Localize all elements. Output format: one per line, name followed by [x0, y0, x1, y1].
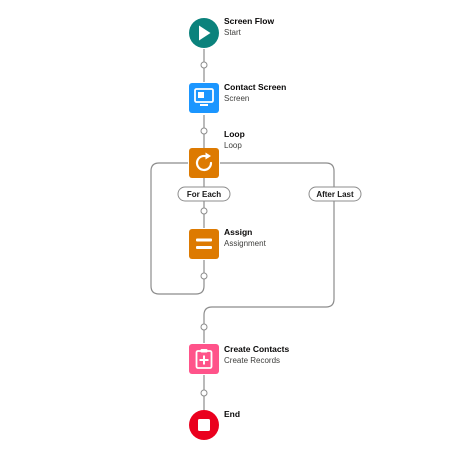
- add-element-dot[interactable]: [200, 61, 208, 69]
- connector-dots: [200, 61, 208, 397]
- node-end-title: End: [224, 409, 240, 419]
- loop-icon: [195, 152, 213, 172]
- node-create-contacts[interactable]: Create Contacts Create Records: [189, 344, 289, 374]
- equals-icon: [196, 238, 212, 249]
- node-contact-screen-title: Contact Screen: [224, 82, 286, 92]
- branch-after-last-pill[interactable]: After Last: [308, 186, 362, 202]
- screen-icon: [194, 88, 214, 106]
- node-create-contacts-subtitle: Create Records: [224, 356, 280, 365]
- node-start[interactable]: Screen Flow Start: [189, 16, 274, 48]
- add-element-dot[interactable]: [200, 389, 208, 397]
- branch-for-each-pill[interactable]: For Each: [177, 186, 231, 202]
- connector-assign-loopback[interactable]: [150, 162, 205, 295]
- node-end[interactable]: End: [189, 409, 240, 440]
- branch-after-last-label: After Last: [316, 190, 354, 199]
- add-element-dot[interactable]: [200, 323, 208, 331]
- node-assign-title: Assign: [224, 227, 252, 237]
- node-start-subtitle: Start: [224, 28, 242, 37]
- add-element-dot[interactable]: [200, 207, 208, 215]
- node-contact-screen-subtitle: Screen: [224, 94, 249, 103]
- node-start-title: Screen Flow: [224, 16, 274, 26]
- add-element-dot[interactable]: [200, 127, 208, 135]
- stop-icon: [198, 419, 210, 431]
- node-create-contacts-title: Create Contacts: [224, 344, 289, 354]
- node-loop[interactable]: Loop Loop: [189, 129, 245, 178]
- assign-node-shape[interactable]: [189, 229, 219, 259]
- node-assign[interactable]: Assign Assignment: [189, 227, 267, 259]
- add-element-dot[interactable]: [200, 272, 208, 280]
- loop-node-shape[interactable]: [189, 148, 219, 178]
- node-loop-subtitle: Loop: [224, 141, 242, 150]
- create-record-icon: [195, 349, 213, 369]
- play-icon: [199, 25, 211, 41]
- node-contact-screen[interactable]: Contact Screen Screen: [189, 82, 286, 113]
- connector-after-last[interactable]: [203, 162, 335, 343]
- node-assign-subtitle: Assignment: [224, 239, 267, 248]
- branch-for-each-label: For Each: [187, 190, 221, 199]
- node-loop-title: Loop: [224, 129, 245, 139]
